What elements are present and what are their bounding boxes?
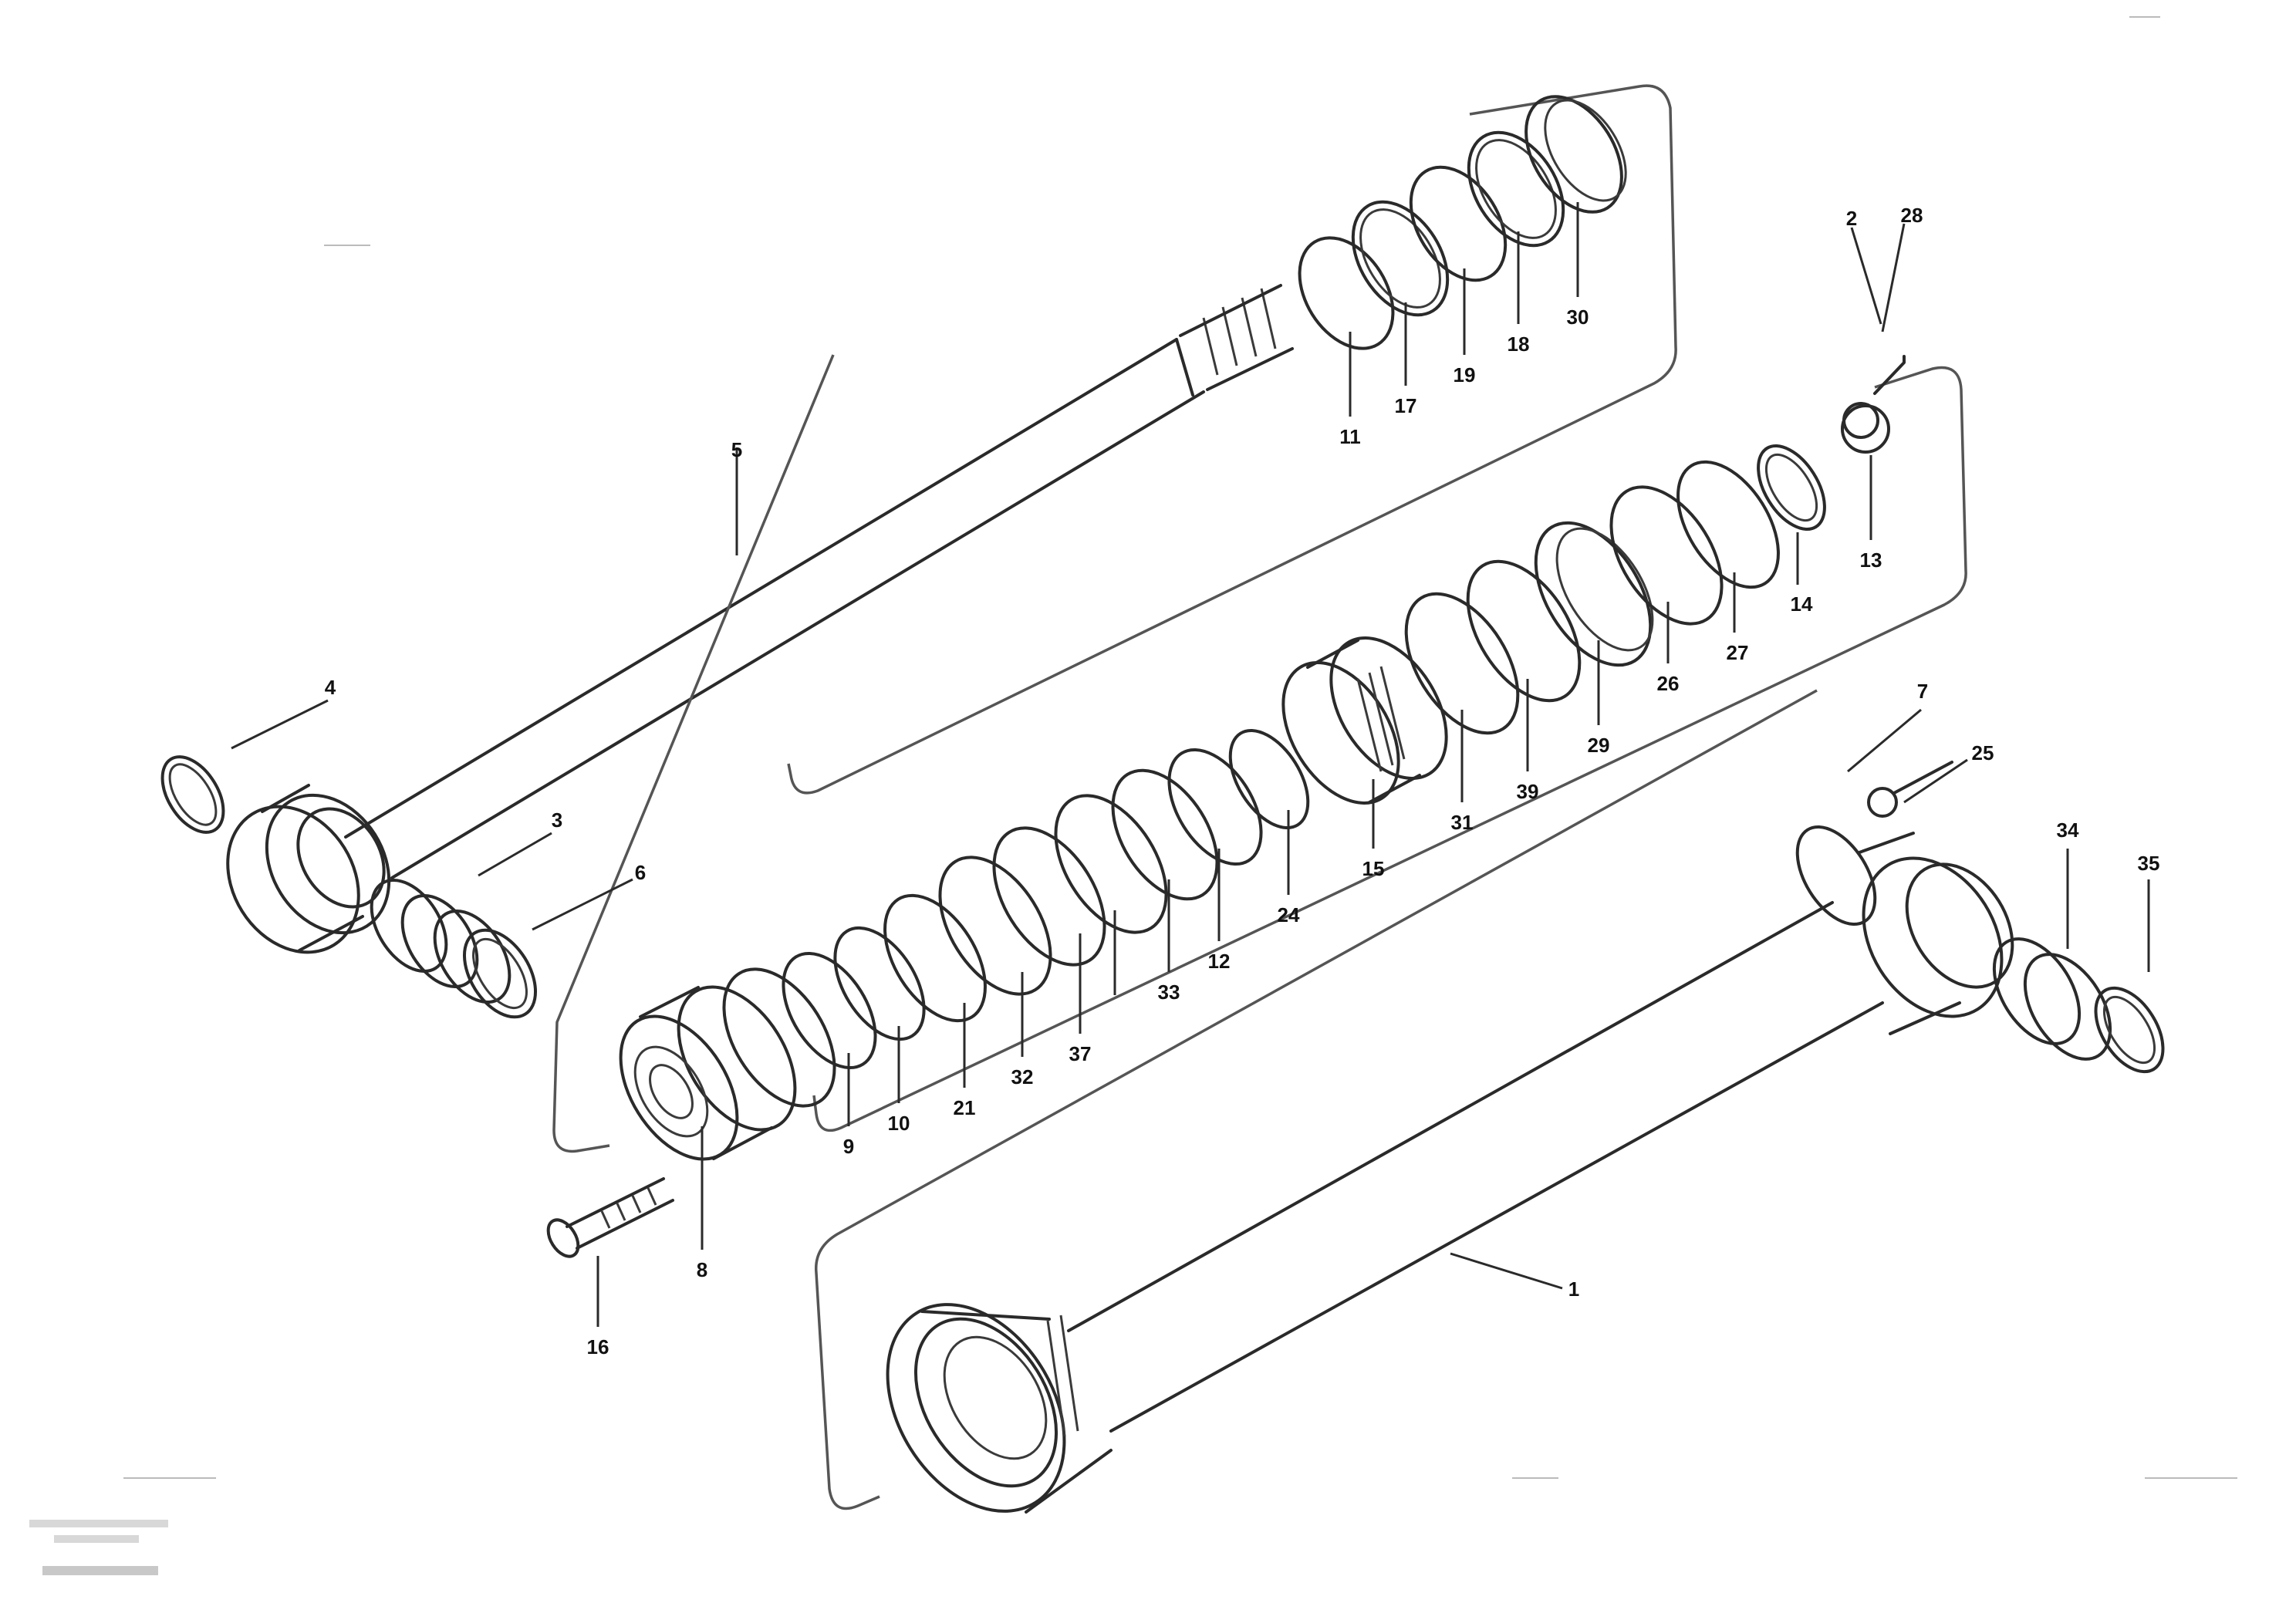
rod-guide-bushing [1281,636,1448,805]
callout-head-ring-2: 27 [1727,641,1749,664]
cylinder-bottom-eye [1795,825,2014,1035]
footer-codes [29,1520,168,1575]
callout-middle-ring-6: 21 [954,1096,976,1119]
edge-marks [123,16,2237,1479]
callout-upper-ring-2: 17 [1395,394,1417,417]
callout-bottom-seal: 7 [1917,680,1928,703]
callout-rod-eye-ring: 6 [635,861,646,884]
callout-rod: 5 [731,438,742,461]
callout-grease-nipple: 13 [1860,548,1882,572]
upper-seal-rings [1298,95,1627,350]
middle-seal-rings [782,728,1310,1070]
callout-head-ring-4: 29 [1588,734,1610,757]
callout-middle-ring-7: 10 [888,1112,910,1135]
grease-nipple [1841,355,1906,454]
callout-upper-ring-1: 11 [1339,425,1361,448]
leader-lines [231,202,2150,1327]
callout-grease-fitting-b: 28 [1901,204,1923,227]
callouts: 5 4 3 6 11 17 19 18 30 2 28 13 14 27 26 … [325,204,2160,1358]
callout-bottom-bushing: 34 [2057,818,2079,842]
piston-rod [344,284,1294,879]
piston-bolt [546,1177,674,1258]
middle-group-frame [552,354,1967,1153]
callout-guide-bushing: 15 [1362,857,1385,880]
callout-upper-ring-3: 19 [1454,363,1476,386]
piston-head [619,967,836,1161]
callout-middle-ring-4: 37 [1069,1042,1092,1065]
rod-eye-end [160,755,391,954]
callout-cylinder-tube: 1 [1568,1277,1579,1301]
callout-piston-bolt: 16 [587,1335,609,1358]
head-seal-rings [1404,444,1826,735]
callout-middle-ring-2: 12 [1208,950,1231,973]
rod-eye-bushings [370,878,538,1019]
callout-piston-head: 8 [697,1258,707,1281]
callout-rod-eye-bushing: 3 [552,808,562,832]
callout-upper-ring-4: 18 [1508,332,1530,356]
callout-middle-ring-5: 32 [1011,1065,1034,1088]
cylinder-tube [886,901,1884,1514]
callout-middle-ring-1: 24 [1278,903,1300,926]
bottom-grease-nipple [1867,761,1953,818]
callout-head-ring-3: 26 [1657,672,1680,695]
callout-head-ring-5: 39 [1517,780,1539,803]
callout-upper-ring-5: 30 [1567,305,1589,329]
upper-group-frame [787,84,1677,795]
callout-middle-ring-3: 33 [1158,980,1180,1004]
callout-grease-fitting-a: 2 [1846,207,1857,230]
lower-group-frame [815,689,1818,1510]
callout-head-ring-1: 14 [1791,592,1813,616]
callout-rod-eye-seal: 4 [325,676,336,699]
callout-bottom-grease: 25 [1972,741,1994,764]
callout-middle-ring-8: 9 [843,1135,854,1158]
callout-head-ring-6: 31 [1451,811,1474,834]
bottom-eye-bushings [1992,937,2165,1074]
callout-bottom-ring: 35 [2138,852,2160,875]
